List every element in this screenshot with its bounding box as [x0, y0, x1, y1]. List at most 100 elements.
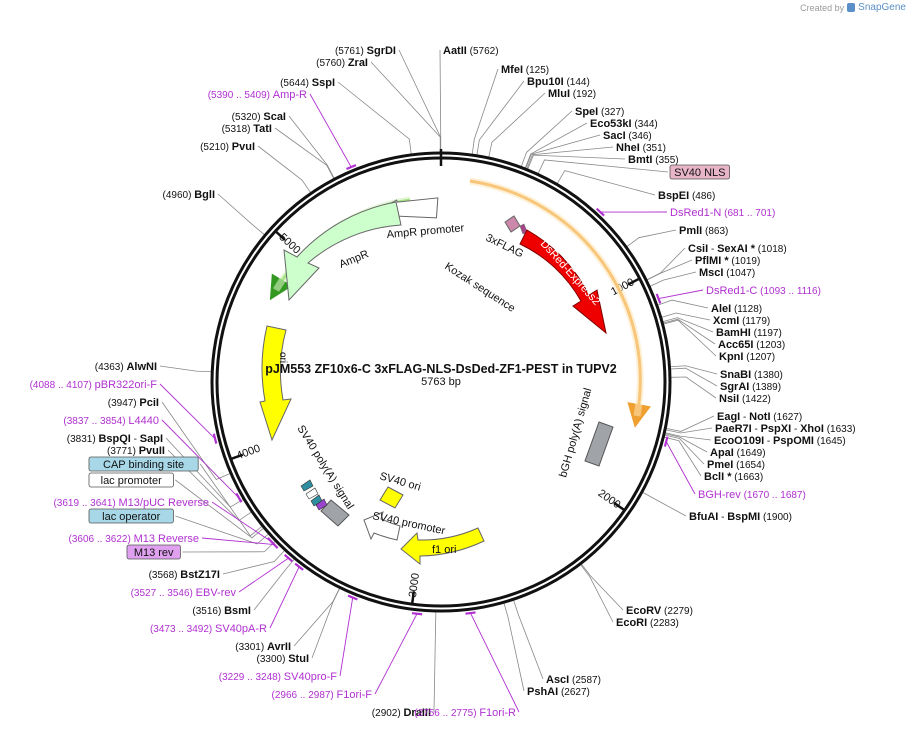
feature-f1-ori[interactable] — [400, 527, 485, 566]
leader-line — [670, 365, 718, 375]
primer-binding-site[interactable]: BGH-rev (1670 .. 1687) — [698, 489, 806, 501]
bp-tick-label: 3000 — [407, 572, 422, 598]
restriction-site[interactable]: (3301) AvrII — [235, 641, 291, 653]
feature-dsred-express2[interactable] — [519, 229, 607, 335]
site-name: SapI — [140, 433, 163, 445]
restriction-site[interactable]: (3771) PvuII — [107, 445, 165, 457]
restriction-site[interactable]: (4363) AlwNI — [95, 361, 157, 373]
primer-binding-site[interactable]: (3527 .. 3546) EBV-rev — [131, 587, 237, 599]
site-name: Acc65I — [718, 339, 753, 351]
primer-binding-site[interactable]: (3837 .. 3854) L4440 — [63, 415, 159, 427]
primer-binding-site[interactable]: (3619 .. 3641) M13/pUC Reverse — [53, 497, 209, 509]
feature-sv40-polya[interactable] — [320, 499, 350, 527]
site-position: (5761) — [335, 46, 364, 57]
restriction-site[interactable]: PaeR7I - PspXI - XhoI (1633) — [715, 423, 856, 435]
restriction-site[interactable]: PshAI (2627) — [527, 686, 590, 698]
restriction-site[interactable]: (5761) SgrDI — [335, 45, 396, 57]
feature-label-ampr: AmpR — [338, 248, 371, 271]
restriction-site[interactable]: PmeI (1654) — [707, 459, 765, 471]
site-name: BspMI — [727, 511, 760, 523]
restriction-site[interactable]: BfuAI - BspMI (1900) — [689, 511, 792, 523]
restriction-site[interactable]: PflMI * (1019) — [695, 255, 760, 267]
feature-ori[interactable] — [259, 325, 292, 442]
boxed-feature-label[interactable]: M13 rev — [126, 544, 181, 560]
primer-binding-site[interactable]: (3473 .. 3492) SV40pA-R — [150, 623, 267, 635]
restriction-site[interactable]: BmtI (355) — [628, 154, 679, 166]
site-name: NheI — [616, 142, 640, 154]
restriction-site[interactable]: AscI (2587) — [546, 674, 601, 686]
restriction-site[interactable]: (5320) ScaI — [232, 111, 286, 123]
feature-label-3xflag: 3xFLAG — [484, 232, 526, 260]
restriction-site[interactable]: (3300) StuI — [257, 653, 309, 665]
credit-prefix: Created by — [800, 2, 845, 13]
primer-name: SV40pA-R — [215, 623, 267, 635]
site-name: PspXI — [761, 423, 792, 435]
primer-binding-site[interactable]: (3606 .. 3622) M13 Reverse — [69, 533, 199, 545]
restriction-site[interactable]: BspEI (486) — [658, 190, 715, 202]
restriction-site[interactable]: (5760) ZraI — [316, 57, 368, 69]
restriction-site[interactable]: XcmI (1179) — [713, 315, 770, 327]
restriction-site[interactable]: Eco53kI (344) — [590, 118, 658, 130]
restriction-site[interactable]: Acc65I (1203) — [718, 339, 785, 351]
restriction-site[interactable]: (3516) BsmI — [192, 605, 251, 617]
primer-binding-site[interactable]: (5390 .. 5409) Amp-R — [208, 89, 307, 101]
restriction-site[interactable]: AatII (5762) — [443, 45, 499, 57]
primer-binding-site[interactable]: (2966 .. 2987) F1ori-F — [272, 689, 373, 701]
feature-ampr[interactable] — [283, 201, 402, 302]
leader-line — [311, 588, 341, 659]
restriction-site[interactable]: (3831) BspQI - SapI — [67, 433, 163, 445]
primer-binding-site[interactable]: (2756 .. 2775) F1ori-R — [414, 707, 516, 719]
restriction-site[interactable]: ApaI (1649) — [710, 447, 766, 459]
restriction-site[interactable]: SpeI (327) — [575, 106, 624, 118]
site-label-text: (3568) BstZ17I — [149, 569, 220, 581]
restriction-site[interactable]: MfeI (125) — [501, 64, 549, 76]
boxed-feature-label[interactable]: lac operator — [88, 508, 174, 524]
feature-sv40-ori[interactable] — [379, 486, 404, 509]
restriction-site[interactable]: SacI (346) — [603, 130, 652, 142]
restriction-site[interactable]: PmlI (863) — [679, 225, 728, 237]
primer-mark — [212, 433, 218, 444]
restriction-site[interactable]: NsiI (1422) — [719, 393, 771, 405]
restriction-site[interactable]: EcoO109I - PspOMI (1645) — [714, 435, 846, 447]
restriction-site[interactable]: EcoRV (2279) — [626, 605, 693, 617]
restriction-site[interactable]: NheI (351) — [616, 142, 666, 154]
restriction-site[interactable]: MscI (1047) — [699, 267, 755, 279]
restriction-site[interactable]: (4960) BglI — [163, 189, 215, 201]
primer-binding-site[interactable]: (3229 .. 3248) SV40pro-F — [219, 671, 338, 683]
boxed-feature-label[interactable]: SV40 NLS — [669, 164, 730, 180]
restriction-site[interactable]: BclI * (1663) — [704, 471, 763, 483]
leader-line — [471, 68, 499, 155]
primer-binding-site[interactable]: DsRed1-N (681 .. 701) — [670, 207, 775, 219]
restriction-site[interactable]: EagI - NotI (1627) — [717, 411, 802, 423]
restriction-site[interactable]: (5318) TatI — [222, 123, 272, 135]
restriction-site[interactable]: KpnI (1207) — [719, 351, 775, 363]
feature-bgh-polya[interactable] — [584, 421, 614, 467]
restriction-site[interactable]: SnaBI (1380) — [720, 369, 783, 381]
boxed-feature-label[interactable]: CAP binding site — [88, 456, 199, 472]
leader-line — [649, 271, 697, 287]
restriction-site[interactable]: (2902) DraIII — [372, 707, 431, 719]
restriction-site[interactable]: (3568) BstZ17I — [149, 569, 220, 581]
boxed-feature-label[interactable]: lac promoter — [88, 472, 174, 488]
restriction-site[interactable]: SgrAI (1389) — [720, 381, 781, 393]
restriction-site[interactable]: EcoRI (2283) — [616, 617, 679, 629]
feature-sv40-promoter[interactable] — [363, 511, 401, 541]
site-label-text: SacI (346) — [603, 130, 652, 142]
restriction-site[interactable]: BamHI (1197) — [716, 327, 782, 339]
restriction-site[interactable]: (5210) PvuI — [200, 141, 255, 153]
restriction-site[interactable]: AleI (1128) — [711, 303, 762, 315]
leader-line — [663, 318, 716, 345]
bp-tick-label: 4000 — [235, 443, 262, 463]
restriction-site[interactable]: CsiI - SexAI * (1018) — [688, 243, 787, 255]
restriction-site[interactable]: (5644) SspI — [280, 77, 335, 89]
restriction-site[interactable]: Bpu10I (144) — [527, 76, 590, 88]
bp-tick — [627, 277, 641, 286]
site-position: (2283) — [650, 618, 679, 629]
feature-3xflag[interactable] — [504, 215, 521, 233]
primer-binding-site[interactable]: DsRed1-C (1093 .. 1116) — [706, 285, 821, 297]
restriction-site[interactable]: (3947) PciI — [108, 397, 159, 409]
primer-label-text: (2966 .. 2987) F1ori-F — [272, 689, 373, 701]
restriction-site[interactable]: MluI (192) — [548, 88, 596, 100]
site-name: BclI * — [704, 471, 732, 483]
primer-binding-site[interactable]: (4088 .. 4107) pBR322ori-F — [30, 379, 158, 391]
